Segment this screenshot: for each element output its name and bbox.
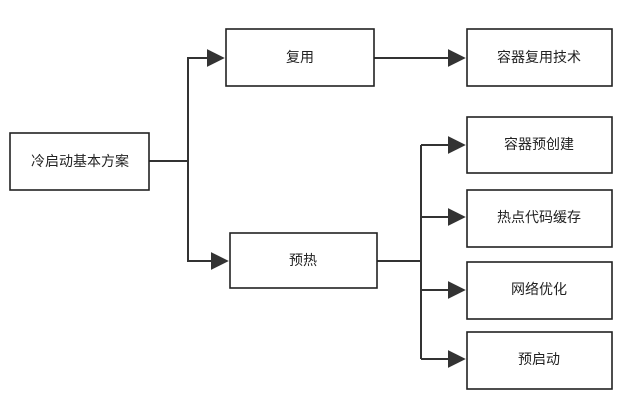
- node-precreate-label: 容器预创建: [504, 136, 574, 153]
- node-prestart-box: [466, 331, 613, 390]
- node-hotcode-box: [466, 189, 613, 248]
- node-container-reuse-label: 容器复用技术: [497, 49, 581, 66]
- node-preheat: 预热: [229, 232, 378, 289]
- node-precreate: 容器预创建: [466, 116, 613, 174]
- node-hotcode-label: 热点代码缓存: [497, 210, 581, 226]
- node-prestart-label: 预启动: [518, 352, 560, 368]
- node-precreate-box: [466, 116, 613, 174]
- node-preheat-box: [229, 232, 378, 289]
- node-network-box: [466, 261, 613, 320]
- node-hotcode: 热点代码缓存: [466, 189, 613, 248]
- node-reuse-label: 复用: [286, 49, 314, 66]
- node-prestart: 预启动: [466, 331, 613, 390]
- node-container-reuse-box: [466, 28, 613, 87]
- edges: [149, 49, 466, 368]
- node-root: 冷启动基本方案: [9, 132, 150, 191]
- node-network-label: 网络优化: [511, 282, 567, 298]
- node-network: 网络优化: [466, 261, 613, 320]
- node-preheat-label: 预热: [289, 253, 317, 269]
- edge-root-to-preheat: [187, 161, 229, 270]
- node-reuse: 复用: [225, 28, 375, 87]
- node-root-label: 冷启动基本方案: [31, 153, 129, 170]
- node-container-reuse: 容器复用技术: [466, 28, 613, 87]
- edge-root-to-reuse: [187, 49, 225, 161]
- node-reuse-box: [225, 28, 375, 87]
- node-root-box: [9, 132, 150, 191]
